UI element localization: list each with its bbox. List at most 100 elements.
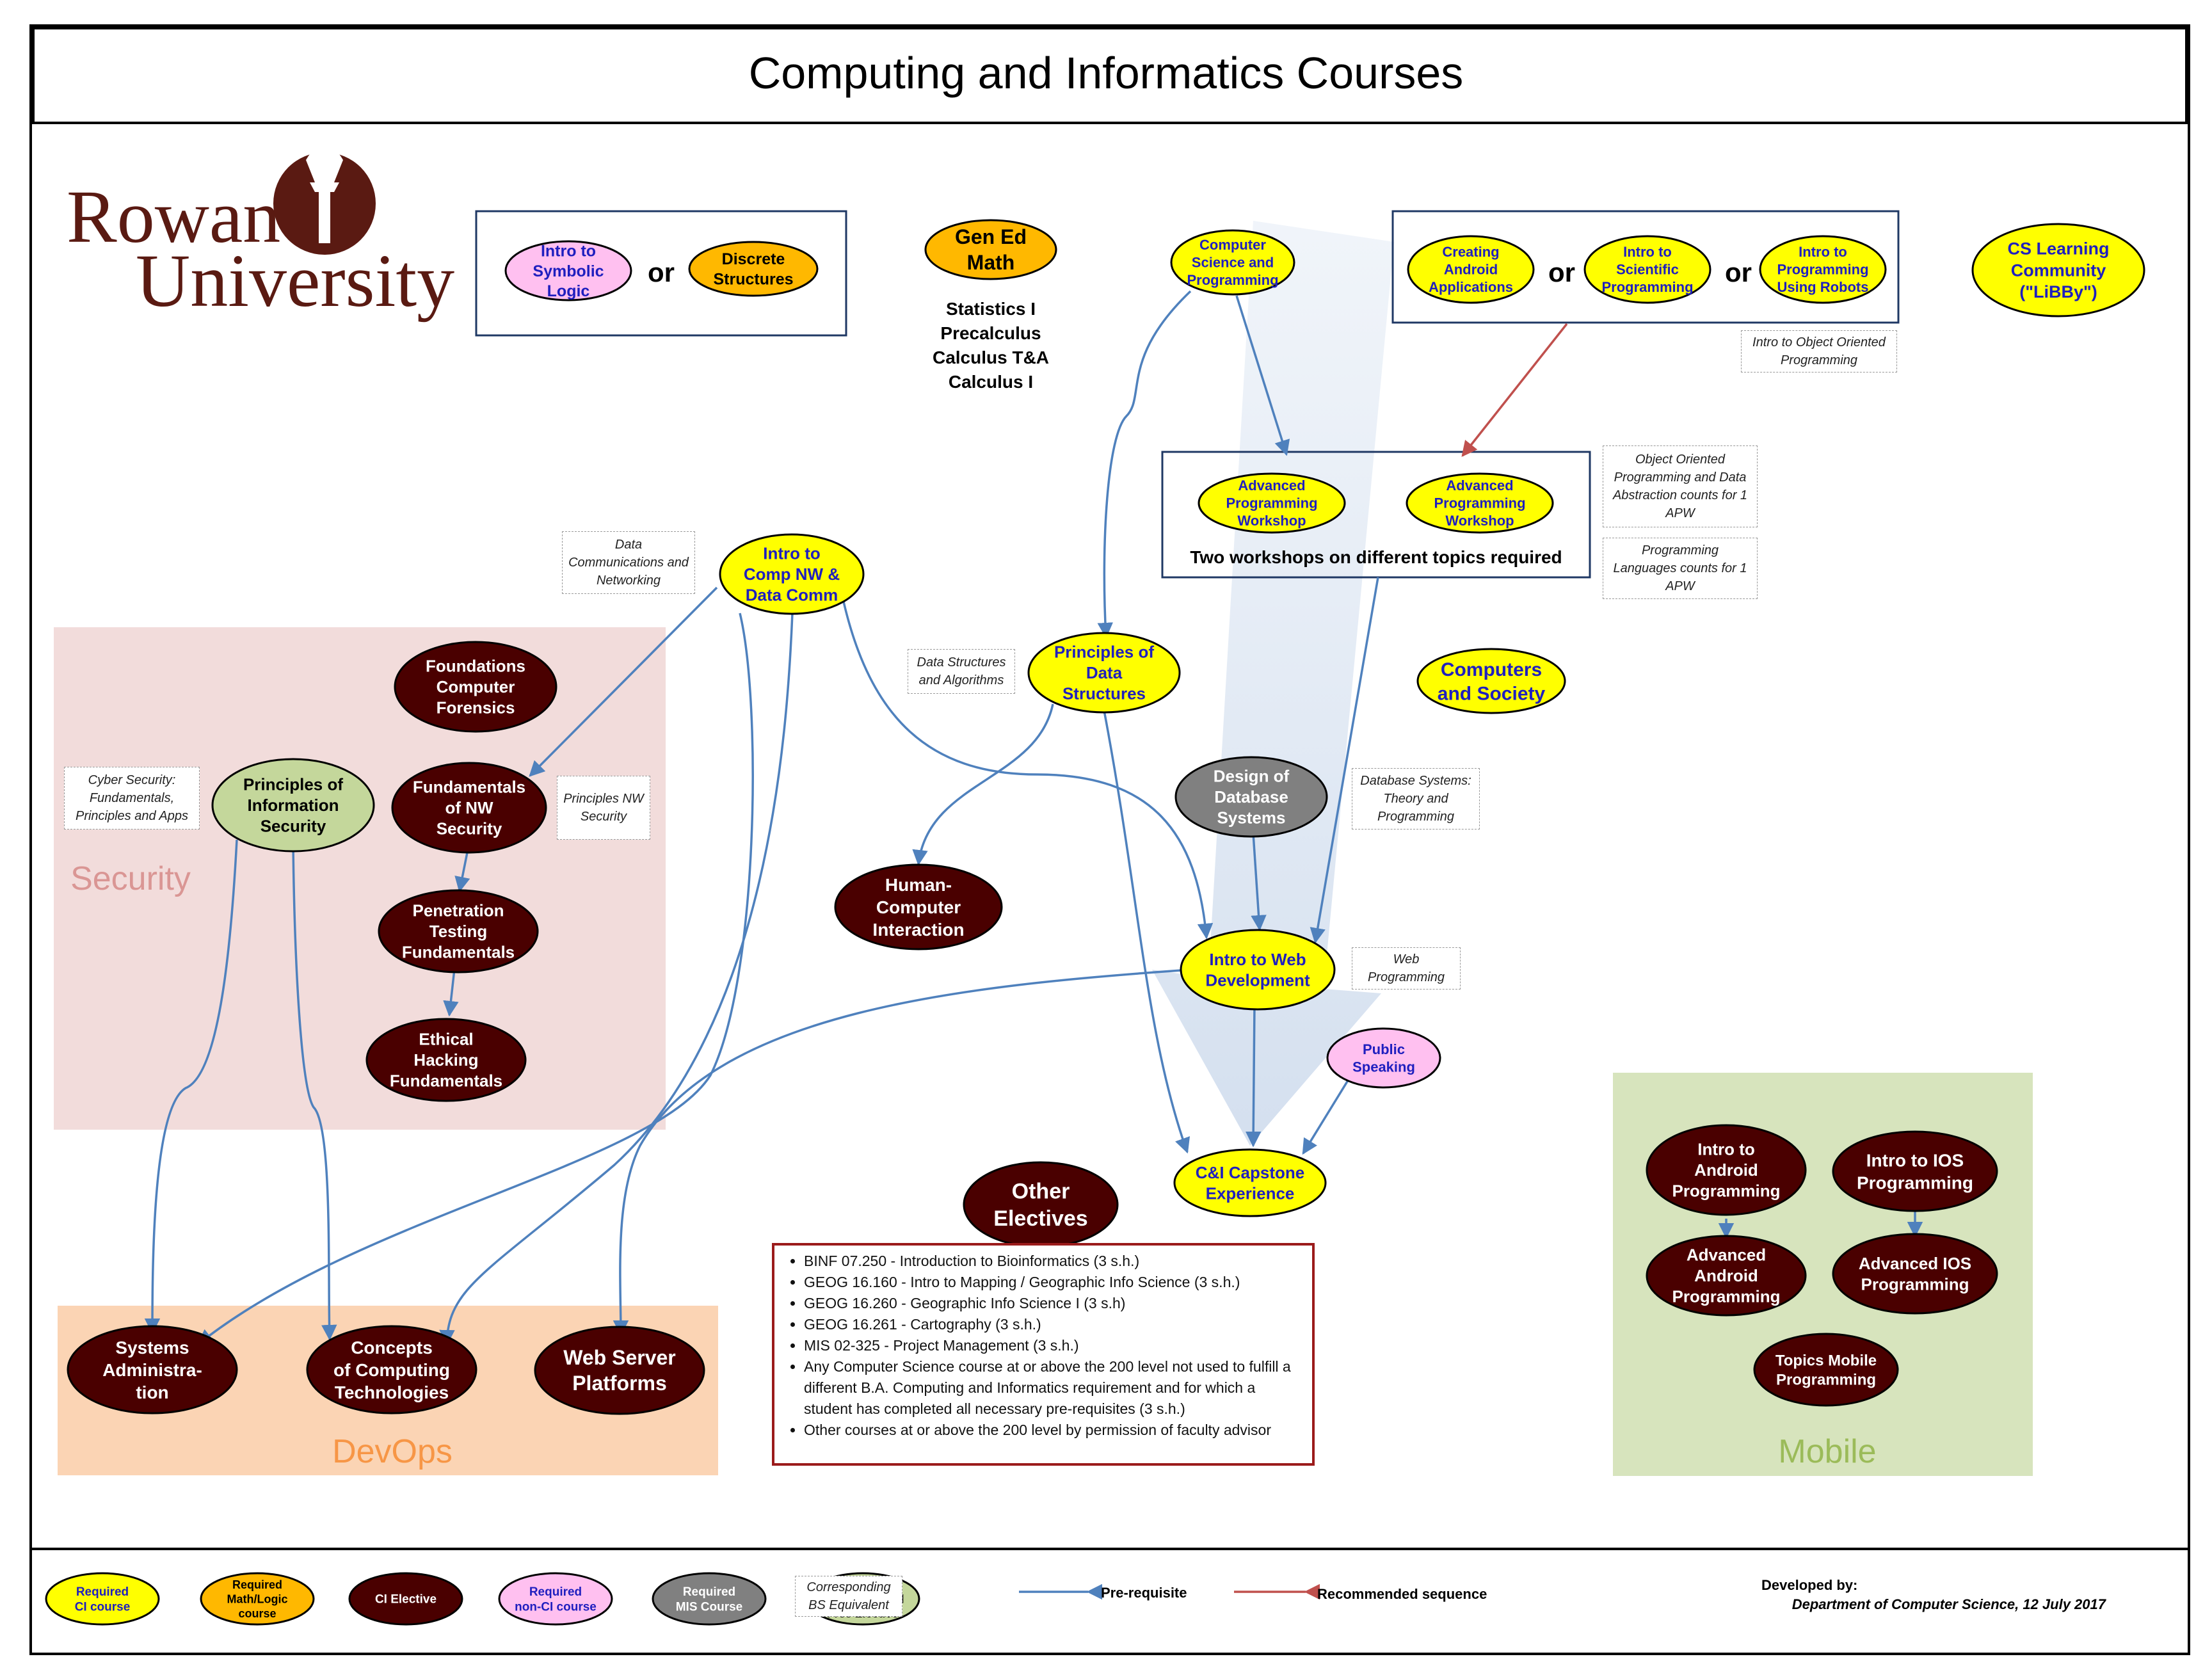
note-cyber-security: Cyber Security: Fundamentals, Principles… — [64, 767, 200, 830]
title-bar — [32, 27, 2188, 124]
course-node-shape — [365, 1018, 527, 1102]
elective-item: BINF 07.250 - Introduction to Bioinforma… — [804, 1251, 1298, 1272]
course-label-line: CS Learning — [2007, 239, 2109, 259]
course-label-line: of NW — [445, 798, 493, 817]
course-label-line: Security — [437, 819, 502, 838]
arrow-web-dev-to-capstone — [1245, 1004, 1262, 1148]
course-label-line: Administra- — [102, 1360, 202, 1380]
course-node-shape — [1753, 1333, 1899, 1407]
arrow-apw-to-web-dev — [1310, 577, 1379, 944]
course-label-line: Topics Mobile — [1775, 1352, 1877, 1369]
course-label-line: Android — [1694, 1266, 1758, 1285]
note-intro-oop: Intro to Object Oriented Programming — [1741, 330, 1897, 373]
course-node-shape — [1759, 235, 1887, 304]
legend-recommended-label: Recommended sequence — [1317, 1586, 1487, 1602]
course-node-shape — [394, 641, 557, 733]
course-label-line: Using Robots — [1777, 279, 1869, 295]
note-data-comm: Data Communications and Networking — [562, 531, 695, 594]
course-label-line: course — [238, 1607, 276, 1620]
course-node-shape — [45, 1572, 160, 1626]
elective-item: GEOG 16.260 - Geographic Info Science I … — [804, 1293, 1298, 1314]
course-label-line: Programming — [1187, 272, 1278, 288]
course-label-line: Intro to Web — [1209, 950, 1306, 969]
legend-recommended: Recommended sequence — [1234, 1583, 1487, 1602]
arrow-pis-to-sysadmin — [144, 839, 238, 1334]
apw-caption: Two workshops on different topics requir… — [1190, 547, 1562, 567]
elective-item: GEOG 16.261 - Cartography (3 s.h.) — [804, 1314, 1298, 1335]
arrow-csp-to-apw — [1235, 295, 1290, 456]
or-label-2: or — [1725, 257, 1752, 287]
arrow-pds-to-capstone — [1103, 710, 1190, 1154]
arrow-pis-to-concepts — [292, 843, 337, 1341]
course-label-line: Intro to — [763, 544, 821, 563]
course-label-line: Scientific — [1616, 262, 1679, 278]
course-label-line: Workshop — [1237, 513, 1306, 529]
arrow-pentest-to-ethical — [443, 968, 459, 1017]
course-node-shape — [1416, 648, 1566, 714]
arrow-db-to-web-dev — [1251, 833, 1267, 931]
note-oop-data-abstraction: Object Oriented Programming and Data Abs… — [1603, 445, 1758, 527]
or-label-1: or — [1548, 257, 1575, 287]
course-label-line: Intro to — [1799, 244, 1847, 260]
course-label-line: Programming — [1434, 495, 1525, 511]
course-label-line: Technologies — [335, 1382, 449, 1402]
course-label-line: Gen Ed — [955, 225, 1027, 248]
legend-prereq-label: Pre-requisite — [1101, 1585, 1187, 1601]
math-option: Calculus I — [949, 372, 1033, 392]
course-label-line: Hacking — [413, 1050, 478, 1070]
course-label-line: Fundamentals — [390, 1071, 502, 1091]
course-node-shape — [534, 1326, 705, 1415]
course-label-line: Other — [1012, 1180, 1070, 1204]
arrow-nw-to-fundamentals — [529, 586, 718, 777]
course-label-line: Platforms — [572, 1372, 667, 1395]
department-credit: Department of Computer Science, 12 July … — [1792, 1596, 2107, 1612]
course-node-shape — [1832, 1233, 1998, 1315]
arrow-web-dev-to-web-server — [613, 968, 1191, 1336]
course-label-line: MIS Course — [676, 1601, 743, 1614]
course-label-line: Experience — [1206, 1183, 1295, 1203]
course-label-line: Advanced — [1687, 1246, 1766, 1265]
course-label-line: and Society — [1438, 683, 1546, 704]
course-label-line: Math/Logic — [227, 1592, 288, 1605]
course-label-line: Speaking — [1352, 1059, 1415, 1075]
note-principles-nw-security: Principles NW Security — [557, 776, 650, 840]
course-label-line: Advanced IOS — [1859, 1254, 1971, 1273]
course-label-line: CI course — [75, 1601, 131, 1614]
note-data-structures: Data Structures and Algorithms — [908, 649, 1015, 694]
course-label-line: Intro to — [1697, 1140, 1755, 1159]
course-node-shape — [1170, 229, 1295, 296]
course-label-line: Programming — [1226, 495, 1317, 511]
course-nodes: Intro toSymbolicLogicDiscreteStructuresG… — [67, 219, 2145, 1415]
course-node-shape — [1180, 929, 1336, 1011]
course-label-line: Design of — [1214, 767, 1290, 786]
course-node-shape — [498, 1572, 613, 1626]
course-node-shape — [1326, 1027, 1441, 1089]
course-label-line: Science and — [1192, 255, 1274, 271]
course-label-line: Logic — [547, 282, 590, 300]
course-label-line: Android — [1444, 262, 1498, 278]
course-label-line: Principles of — [1054, 643, 1154, 662]
course-label-line: Advanced — [1238, 477, 1305, 493]
course-label-line: Programming — [1601, 279, 1693, 295]
course-label-line: ("LiBBy") — [2019, 282, 2097, 301]
course-label-line: Principles of — [243, 775, 343, 794]
course-label-line: Data — [1086, 663, 1123, 682]
arrow-speaking-to-capstone — [1302, 1080, 1349, 1155]
elective-item: Any Computer Science course at or above … — [804, 1356, 1298, 1420]
course-label-line: Foundations — [426, 657, 525, 676]
course-label-line: Interaction — [872, 920, 964, 940]
